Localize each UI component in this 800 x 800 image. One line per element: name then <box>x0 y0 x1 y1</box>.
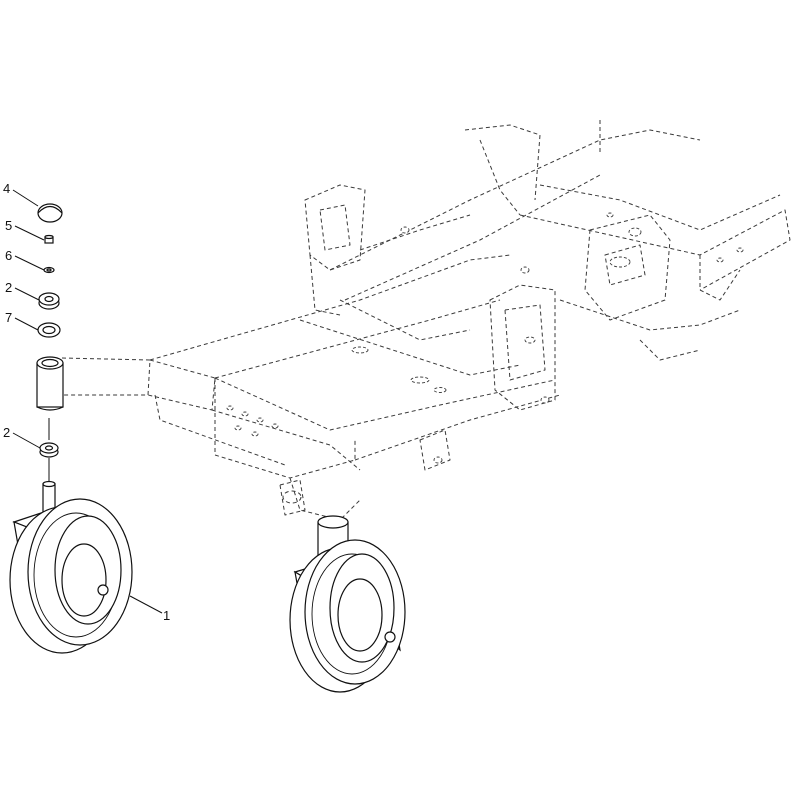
seal <box>37 322 61 338</box>
callout-label: 5 <box>5 218 12 233</box>
mower-frame <box>61 120 791 521</box>
callout-labels: 4 5 6 2 7 2 1 <box>3 181 170 623</box>
callout-label: 7 <box>5 310 12 325</box>
caster-pivot-tube <box>36 356 64 411</box>
right-caster-wheel <box>289 515 406 693</box>
callout-leaders <box>12 189 163 614</box>
bearing-bottom <box>39 442 59 458</box>
left-caster-assembly <box>9 203 133 654</box>
callout-label: 2 <box>5 280 12 295</box>
callout-label: 1 <box>163 608 170 623</box>
callout-label: 4 <box>3 181 10 196</box>
dust-cap <box>37 203 63 223</box>
caster-fork-wheel <box>9 480 133 654</box>
bearing-top <box>38 292 60 310</box>
locknut <box>44 234 54 244</box>
callout-label: 2 <box>3 425 10 440</box>
washer <box>43 266 55 274</box>
callout-label: 6 <box>5 248 12 263</box>
